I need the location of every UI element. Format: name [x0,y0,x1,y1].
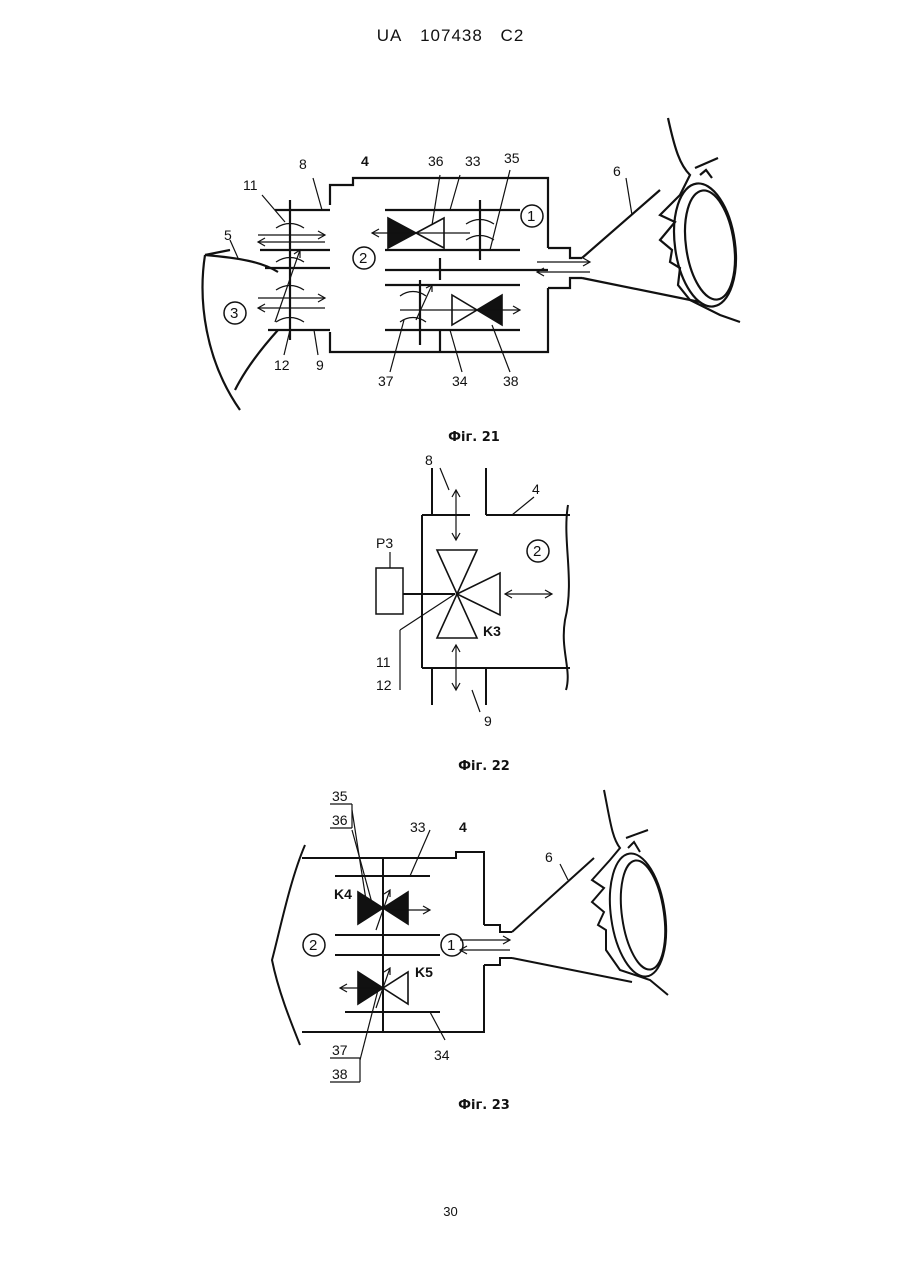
fig23-label-36: 36 [332,812,348,828]
fig23-label-35: 35 [332,788,348,804]
fig23-circle-2: 2 [309,937,317,954]
fig23-label-33: 33 [410,819,426,835]
fig23-label-4: 4 [459,819,467,835]
fig23-caption: Фіг. 23 [384,1098,584,1113]
fig23-label-37: 37 [332,1042,348,1058]
fig23-label-k5: K5 [415,964,433,980]
page-number: 30 [0,1204,901,1219]
fig23-circle-1: 1 [447,937,455,954]
fig23-label-6: 6 [545,849,553,865]
fig23-label-k4: K4 [334,886,352,902]
figure-23-drawing: 35 36 33 4 6 K4 2 1 K5 37 38 34 [0,0,901,1100]
fig23-label-38: 38 [332,1066,348,1082]
fig23-label-34: 34 [434,1047,450,1063]
